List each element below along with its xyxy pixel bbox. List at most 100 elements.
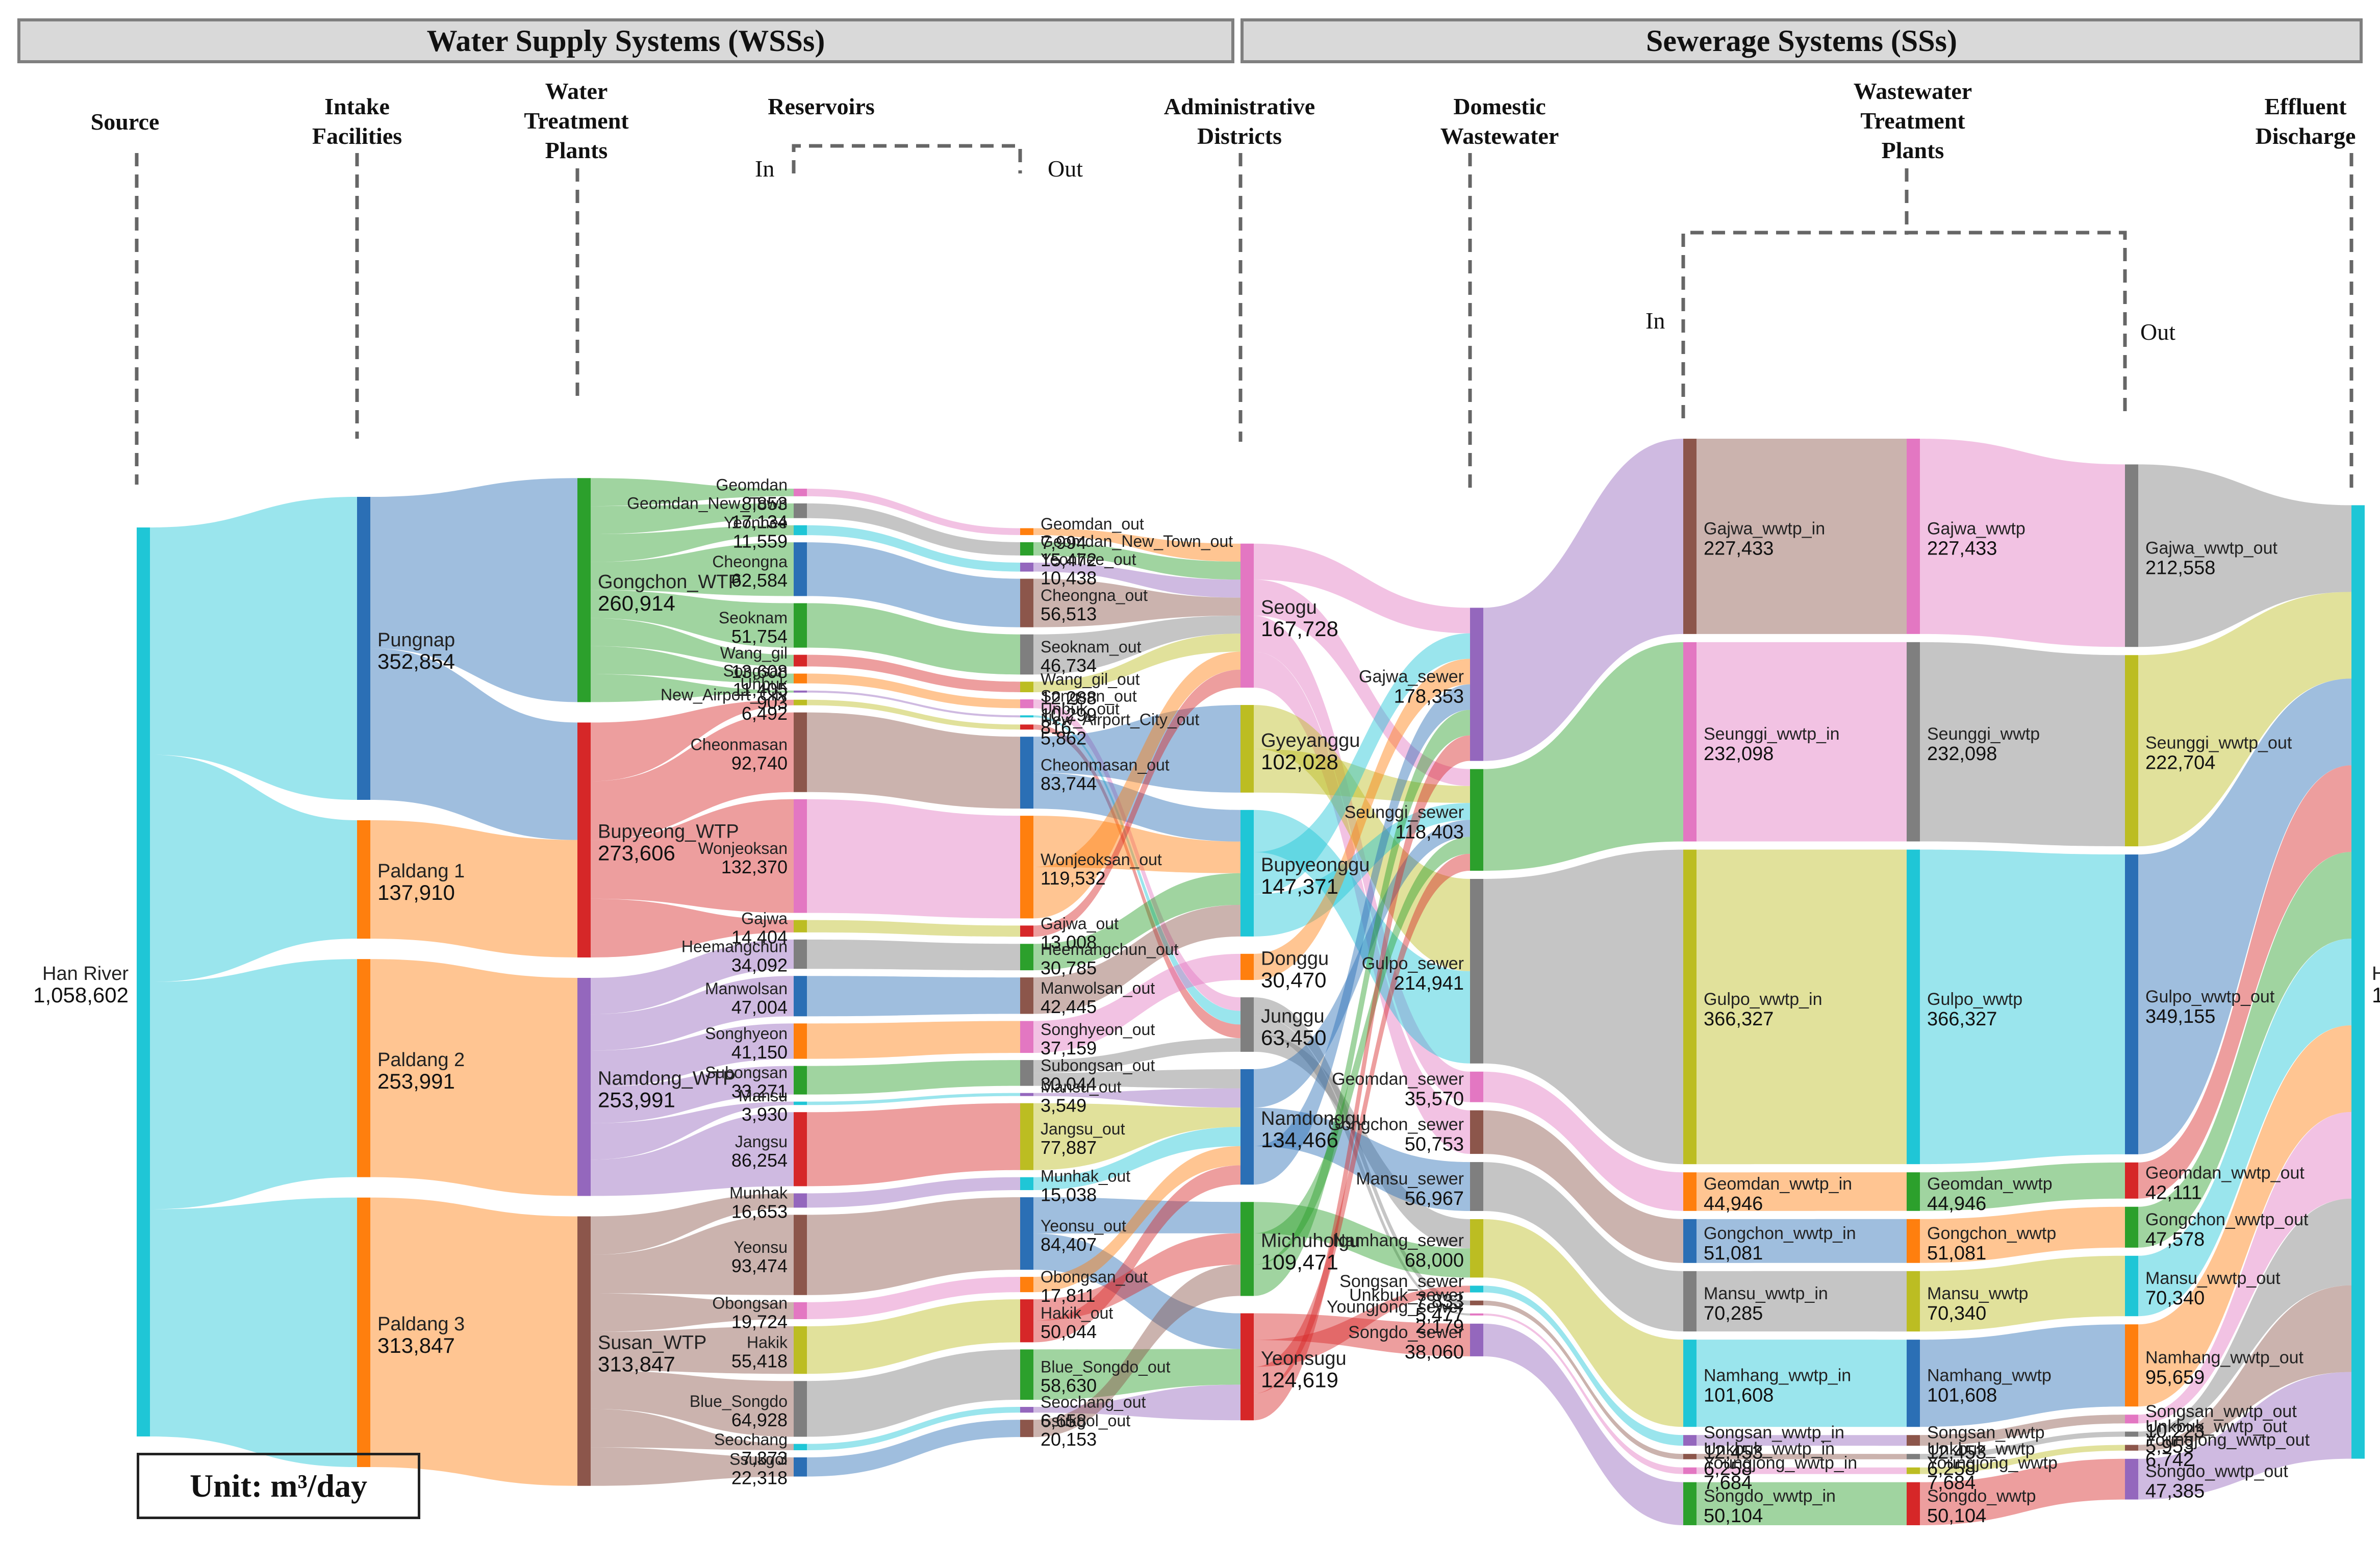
node-bupyeonggu (1240, 810, 1254, 937)
node-value-w_songsan: 12,453 (1927, 1442, 1986, 1464)
node-label-r21: Obongsan (712, 1294, 788, 1312)
node-label-r22: Hakik (747, 1333, 788, 1352)
link-r16-o16 (807, 1060, 1020, 1095)
node-paldang1 (357, 820, 370, 939)
node-namdong (577, 977, 591, 1196)
node-label-w_gulpo: Gulpo_wwtp (1927, 990, 2022, 1009)
node-value-w_geomdan: 44,946 (1927, 1193, 1986, 1215)
node-label-r15: Songhyeon (705, 1024, 788, 1043)
link-r3-o3 (807, 525, 1020, 572)
link-s_songsan-i_songsan (1483, 1285, 1683, 1446)
node-label-s_gajwa: Gajwa_sewer (1359, 667, 1464, 687)
node-label-susan: Susan_WTP (598, 1332, 706, 1354)
node-o11 (1020, 816, 1033, 919)
node-label-x_songsan: Songsan_wwtp_out (2145, 1402, 2297, 1421)
node-label-o20: Yeonsu_out (1041, 1217, 1126, 1235)
link-namdonggu-s_gajwa (1254, 684, 1470, 1185)
node-x_namhang (2125, 1324, 2138, 1407)
link-pungnap-bupyeong (370, 648, 577, 840)
link-x_youngjong-hrw (2138, 1285, 2351, 1451)
node-value-x_songdo: 47,385 (2145, 1481, 2205, 1502)
node-label-r13: Heemangchun (681, 938, 788, 956)
node-o13 (1020, 944, 1033, 971)
node-label-o5: Seoknam_out (1041, 638, 1142, 656)
node-label-paldang2: Paldang 2 (377, 1049, 465, 1071)
node-value-s_namhang: 68,000 (1405, 1250, 1464, 1271)
node-value-o5: 46,734 (1041, 655, 1097, 676)
link-w_mansu-x_mansu (1920, 1255, 2125, 1332)
node-label-x_songdo: Songdo_wwtp_out (2145, 1462, 2288, 1481)
node-label-w_seunggi: Seunggi_wwtp (1927, 724, 2040, 744)
node-r23 (794, 1381, 807, 1437)
node-value-x_mansu: 70,340 (2145, 1288, 2205, 1309)
node-value-o22: 50,044 (1041, 1321, 1097, 1342)
node-label-o11: Wonjeoksan_out (1041, 850, 1162, 869)
link-w_namhang-x_namhang (1920, 1324, 2125, 1427)
node-label-x_mansu: Mansu_wwtp_out (2145, 1269, 2281, 1288)
node-w_youngjong (1907, 1467, 1920, 1474)
link-gongchon-r8 (591, 674, 794, 702)
node-label-r10: Cheonmasan (691, 736, 788, 754)
node-label-r7: Songsan (723, 662, 788, 680)
node-value-yeonsugu: 124,619 (1261, 1368, 1338, 1392)
node-value-r23: 64,928 (731, 1409, 788, 1430)
node-r15 (794, 1023, 807, 1059)
node-value-x_unkbuk: 5,953 (2145, 1435, 2194, 1457)
node-label-x_unkbuk: Unkbuk_wwtp_out (2145, 1417, 2287, 1436)
node-label-x_youngjong: Youngjong_wwtp_out (2145, 1430, 2310, 1450)
link-x_songdo-hrw (2138, 1372, 2351, 1500)
node-label-x_namhang: Namhang_wwtp_out (2145, 1348, 2304, 1368)
node-label-i_unkbuk: Unkbuk_wwtp_in (1704, 1439, 1835, 1458)
node-value-r19: 16,653 (731, 1201, 788, 1222)
node-value-r4: 62,584 (731, 570, 788, 591)
node-value-r2: 17,134 (731, 511, 788, 532)
node-x_mansu (2125, 1255, 2138, 1317)
node-value-i_gulpo: 366,327 (1704, 1008, 1774, 1030)
link-o9-junggu (1033, 724, 1240, 1039)
link-gongchon-r2 (591, 503, 794, 535)
link-han-paldang1 (150, 754, 357, 982)
node-value-r14: 47,004 (731, 997, 788, 1018)
node-label-o19: Munhak_out (1041, 1167, 1130, 1185)
link-s_gulpo-i_gulpo (1483, 849, 1683, 1165)
node-value-r10: 92,740 (731, 753, 788, 774)
node-value-s_unkbuk: 5,477 (1415, 1304, 1464, 1326)
node-label-w_unkbuk: Unkbuk_wwtp (1927, 1439, 2035, 1458)
label-reservoirs: Reservoirs (768, 93, 875, 119)
node-i_songsan (1683, 1435, 1697, 1446)
node-value-x_seunggi: 222,704 (2145, 752, 2215, 774)
node-value-s_songsan: 7,833 (1415, 1291, 1464, 1312)
node-value-i_gajwa: 227,433 (1704, 538, 1774, 559)
node-label-o15: Songhyeon_out (1041, 1020, 1155, 1039)
link-r6-o6 (807, 654, 1020, 693)
node-value-o19: 15,038 (1041, 1184, 1097, 1205)
link-w_gajwa-x_gajwa (1920, 439, 2125, 647)
node-label-r1: Geomdan (716, 475, 788, 494)
node-o6 (1020, 682, 1033, 693)
node-value-o7: 10,299 (1041, 704, 1097, 725)
link-r20-o20 (807, 1197, 1020, 1295)
link-gongchon-r7 (591, 646, 794, 684)
node-value-r18: 86,254 (731, 1150, 788, 1171)
node-label-s_gulpo: Gulpo_sewer (1362, 954, 1464, 973)
node-i_songdo (1683, 1482, 1697, 1525)
node-susan (577, 1216, 591, 1486)
link-junggu-s_unkbuk (1254, 997, 1470, 1305)
node-label-gyeyang: Gyeyanggu (1261, 730, 1360, 751)
reservoir-bracket (792, 144, 1022, 173)
node-o20 (1020, 1197, 1033, 1270)
node-yeonsugu (1240, 1313, 1254, 1421)
node-o17 (1020, 1093, 1033, 1096)
node-label-i_songsan: Songsan_wwtp_in (1704, 1423, 1844, 1443)
link-o21-namdonggu (1033, 1146, 1240, 1293)
node-value-o1: 7,994 (1041, 532, 1086, 553)
node-r17 (794, 1101, 807, 1105)
label-source: Source (90, 109, 160, 135)
node-s_unkbuk (1470, 1300, 1483, 1305)
node-label-r9: New_Airport_City (661, 686, 788, 704)
node-r22 (794, 1326, 807, 1374)
node-value-w_gajwa: 227,433 (1927, 538, 1997, 559)
link-w_unkbuk-x_unkbuk (1920, 1431, 2125, 1459)
